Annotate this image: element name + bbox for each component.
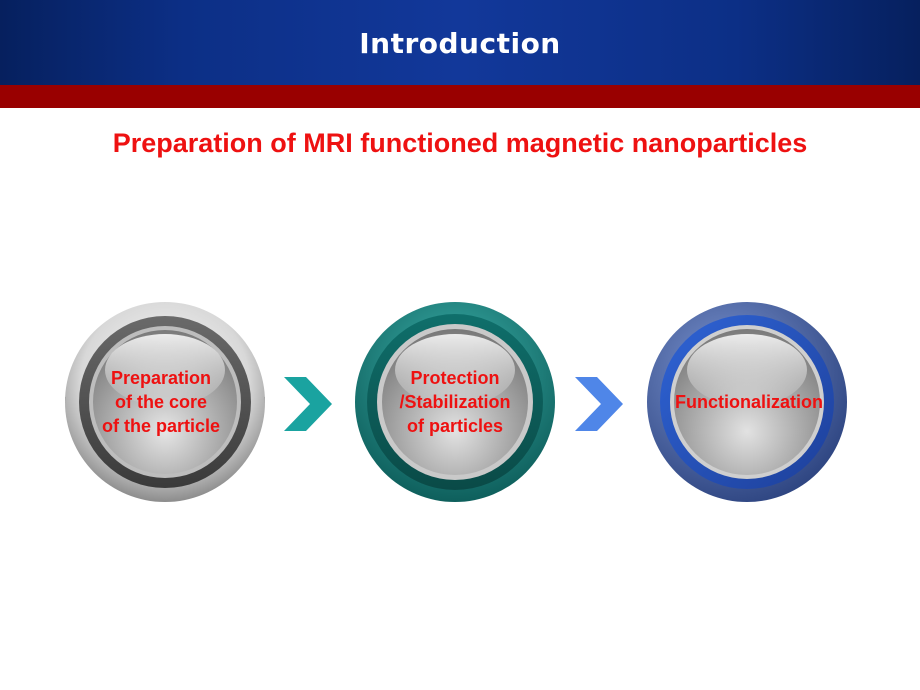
step-stabilization: Protection /Stabilization of particles bbox=[355, 302, 555, 502]
step-label: Preparation of the core of the particle bbox=[101, 368, 221, 436]
title-bar bbox=[0, 0, 920, 85]
teal-ring-icon bbox=[355, 302, 555, 502]
accent-band bbox=[0, 85, 920, 108]
step-label: Protection /Stabilization of particles bbox=[399, 368, 511, 436]
step-core-preparation: Preparation of the core of the particle bbox=[65, 302, 265, 502]
chevron-right-icon bbox=[284, 377, 332, 431]
chevron-right-icon bbox=[575, 377, 623, 431]
blue-ring-icon bbox=[647, 302, 847, 502]
step-functionalization: Functionalization bbox=[647, 302, 847, 502]
slide-subtitle: Preparation of MRI functioned magnetic n… bbox=[112, 128, 808, 158]
step-label: Functionalization bbox=[675, 392, 823, 412]
slide-title: Introduction bbox=[359, 27, 561, 60]
grey-ring-icon bbox=[65, 302, 265, 502]
